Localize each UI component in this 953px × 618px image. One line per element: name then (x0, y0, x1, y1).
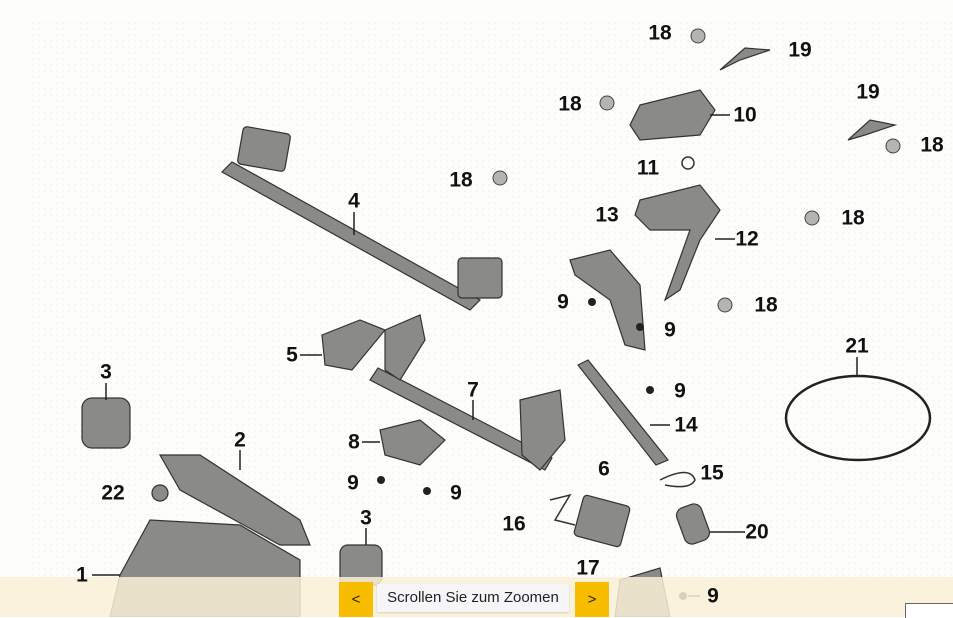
part-10-plate (629, 89, 716, 141)
callout-label[interactable]: 14 (674, 413, 698, 437)
part-9-screw (377, 476, 385, 484)
part-4-rail (221, 161, 481, 311)
diagram-background (30, 20, 953, 617)
callout-label[interactable]: 22 (101, 481, 125, 505)
callout-label[interactable]: 18 (449, 168, 473, 192)
part-18-bolt (885, 138, 901, 154)
part-18-bolt (599, 95, 615, 111)
callout-label[interactable]: 19 (788, 38, 812, 62)
part-9-screw (423, 487, 431, 495)
callout-label[interactable]: 15 (700, 461, 724, 485)
callout-label[interactable]: 1 (76, 563, 88, 587)
callout-label[interactable]: 19 (856, 80, 880, 104)
part-13-bracket (569, 249, 646, 351)
callout-label[interactable]: 16 (502, 512, 526, 536)
callout-label[interactable]: 9 (664, 318, 676, 342)
callout-label[interactable]: 4 (348, 189, 360, 213)
part-19-clip-right (847, 119, 898, 141)
part-4-end-right (457, 257, 503, 299)
callout-label[interactable]: 9 (347, 471, 359, 495)
part-22 (151, 484, 169, 502)
callout-label[interactable]: 11 (636, 156, 660, 180)
callout-label[interactable]: 8 (348, 430, 360, 454)
part-6 (573, 494, 631, 548)
part-18-bolt (492, 170, 508, 186)
callout-label[interactable]: 18 (754, 293, 778, 317)
part-12-plate (634, 184, 721, 302)
callout-label[interactable]: 17 (576, 556, 600, 580)
part-3-gear-top (81, 397, 131, 449)
callout-label[interactable]: 2 (234, 428, 246, 452)
callout-label[interactable]: 18 (841, 206, 865, 230)
part-4-end-left (237, 126, 291, 172)
callout-label[interactable]: 10 (733, 103, 757, 127)
part-14-rod (577, 359, 669, 466)
part-16-spring (549, 493, 576, 526)
part-2 (158, 454, 311, 546)
part-11-ring (681, 156, 695, 170)
callout-label[interactable]: 9 (707, 584, 719, 608)
part-21-oring (784, 374, 932, 462)
part-18-bolt (804, 210, 820, 226)
callout-label[interactable]: 3 (360, 506, 372, 530)
part-18-bolt (717, 297, 733, 313)
part-7-shaft (369, 367, 553, 471)
previous-button[interactable]: < (339, 582, 373, 617)
part-20 (675, 503, 711, 545)
callout-label[interactable]: 6 (598, 457, 610, 481)
callout-label[interactable]: 9 (674, 379, 686, 403)
callout-label[interactable]: 9 (557, 290, 569, 314)
part-18-bolt (690, 28, 706, 44)
callout-label[interactable]: 12 (735, 227, 759, 251)
part-7-bracket-left (384, 314, 426, 381)
part-7-bracket-right (519, 389, 566, 471)
corner-box (905, 603, 953, 618)
callout-label[interactable]: 21 (845, 334, 869, 358)
callout-label[interactable]: 7 (467, 378, 479, 402)
part-9-screw (636, 323, 644, 331)
callout-label[interactable]: 9 (450, 481, 462, 505)
part-9-screw (588, 298, 596, 306)
callout-label[interactable]: 18 (920, 133, 944, 157)
zoom-hint: Scrollen Sie zum Zoomen (377, 584, 569, 612)
callout-label[interactable]: 13 (595, 203, 619, 227)
next-button[interactable]: > (575, 582, 609, 617)
part-9-screw (646, 386, 654, 394)
callout-label[interactable]: 20 (745, 520, 769, 544)
part-8 (379, 419, 446, 466)
callout-label[interactable]: 18 (558, 92, 582, 116)
callout-label[interactable]: 18 (648, 21, 672, 45)
part-19-clip-top (719, 47, 771, 71)
part-5 (321, 319, 386, 371)
part-15-spring (659, 471, 696, 488)
callout-label[interactable]: 5 (286, 343, 298, 367)
callout-label[interactable]: 3 (100, 360, 112, 384)
